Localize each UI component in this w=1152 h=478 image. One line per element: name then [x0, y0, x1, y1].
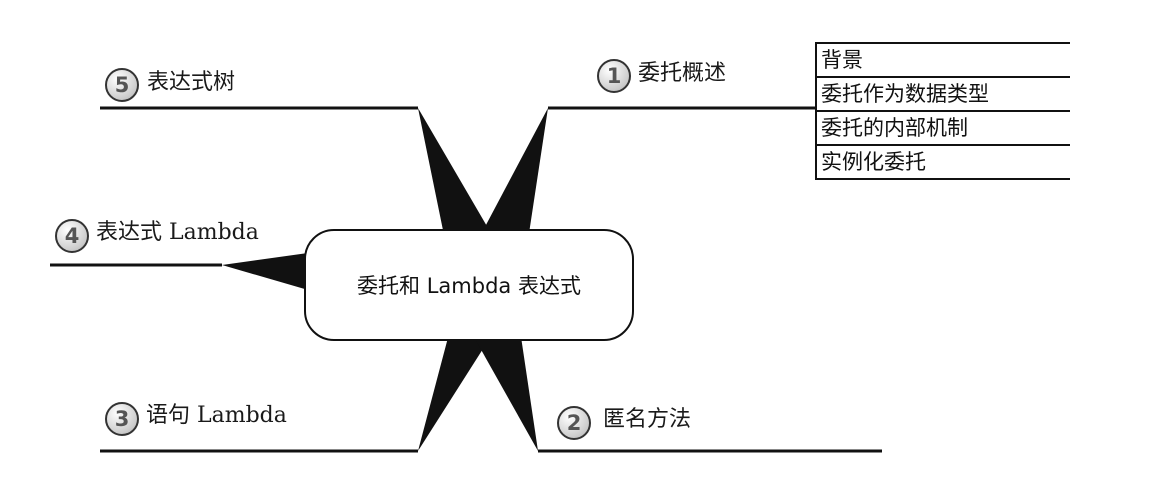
- number-badge-1: 1: [597, 59, 631, 93]
- branch-4-spike: [222, 252, 315, 292]
- subtopic-item[interactable]: 背景: [817, 42, 1070, 76]
- number-badge-5: 5: [105, 68, 139, 102]
- central-topic[interactable]: 委托和 Lambda 表达式: [304, 229, 634, 341]
- branch-1-spike: [478, 108, 548, 240]
- branch-2-label[interactable]: 匿名方法: [603, 407, 692, 432]
- central-topic-label: 委托和 Lambda 表达式: [357, 274, 581, 298]
- branch-3-label[interactable]: 语句 Lambda: [146, 403, 287, 428]
- branch-5-label[interactable]: 表达式树: [147, 70, 236, 95]
- branch-5-spike: [418, 108, 495, 240]
- branch-1-label[interactable]: 委托概述: [638, 61, 727, 86]
- subtopic-item[interactable]: 委托的内部机制: [817, 110, 1070, 144]
- subtopic-item[interactable]: 委托作为数据类型: [817, 76, 1070, 110]
- branch-4-label[interactable]: 表达式 Lambda: [96, 220, 259, 245]
- subtopic-list: 背景 委托作为数据类型 委托的内部机制 实例化委托: [815, 42, 1070, 180]
- number-badge-3: 3: [105, 402, 139, 436]
- subtopic-item[interactable]: 实例化委托: [817, 144, 1070, 180]
- number-badge-4: 4: [55, 219, 89, 253]
- branch-3-spike: [418, 330, 495, 451]
- branch-2-spike: [470, 330, 538, 451]
- number-badge-2: 2: [557, 406, 591, 440]
